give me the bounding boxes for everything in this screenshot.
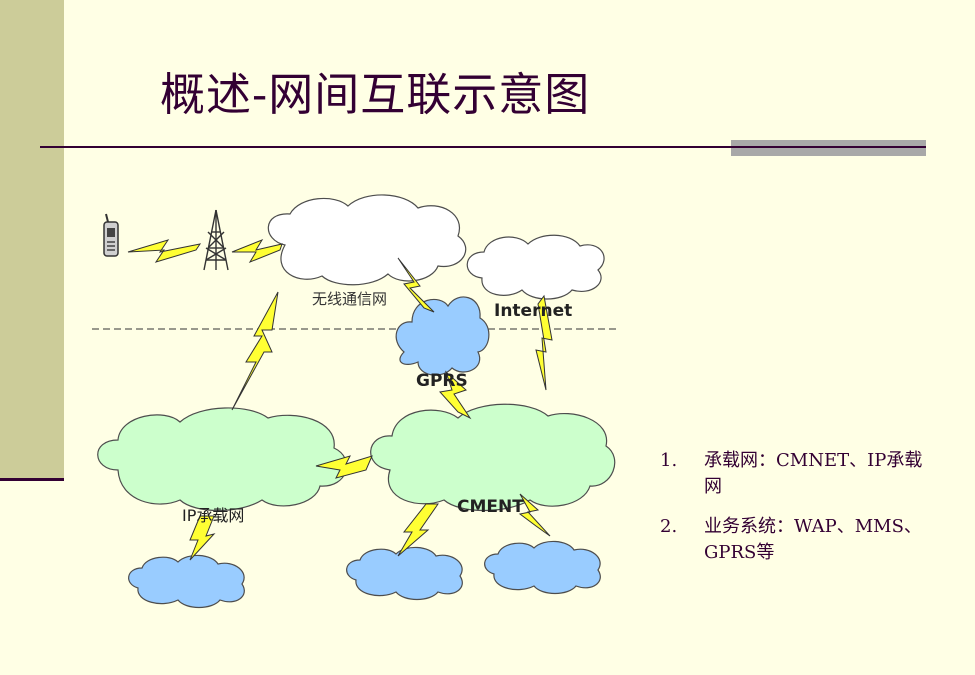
list-text: 承载网：CMNET、IP承载网 [704, 450, 923, 497]
cloud-gprs [395, 296, 490, 376]
cloud-wireless [267, 194, 467, 286]
cloud-cment [370, 403, 616, 512]
cloud-ip-bearer [97, 407, 348, 512]
left-accent-line [0, 478, 64, 481]
lightning-wireless-gprs [397, 257, 435, 313]
list-number: 2. [660, 516, 678, 537]
title-rule-accent [731, 140, 926, 156]
list-item: 2. 业务系统：WAP、MMS、GPRS等 [660, 514, 930, 566]
lightning-cment-small2 [397, 503, 439, 557]
list-item: 1. 承载网：CMNET、IP承载网 [660, 448, 930, 500]
lightning-cment-small3 [518, 493, 551, 537]
label-ip-bearer: IP承载网 [182, 506, 244, 525]
lightning-internet-cment [535, 294, 553, 391]
cloud-small-2 [346, 546, 463, 601]
bullet-list: 1. 承载网：CMNET、IP承载网 2. 业务系统：WAP、MMS、GPRS等 [660, 448, 930, 580]
label-gprs: GPRS [416, 371, 468, 391]
cloud-small-1 [128, 554, 245, 609]
lightning-ip-small1 [189, 515, 216, 561]
phone-icon [103, 213, 119, 257]
list-text: 业务系统：WAP、MMS、GPRS等 [704, 516, 922, 563]
left-accent-bar [0, 0, 64, 478]
label-cment: CMENT [457, 497, 524, 517]
lightning-bolts [127, 238, 553, 561]
label-internet: Internet [494, 301, 572, 321]
title-rule [40, 146, 926, 148]
slide-title: 概述-网间互联示意图 [160, 68, 591, 121]
lightning-tower-wireless [231, 238, 283, 264]
lightning-wireless-ip [231, 291, 279, 411]
lightning-phone-tower [127, 239, 202, 263]
tower-icon [203, 209, 229, 271]
cloud-internet [466, 234, 605, 300]
cloud-small-3 [484, 540, 601, 595]
list-number: 1. [660, 450, 678, 471]
lightning-ip-cment [315, 455, 373, 479]
label-wireless: 无线通信网 [312, 290, 387, 308]
lightning-gprs-cment [439, 370, 472, 420]
